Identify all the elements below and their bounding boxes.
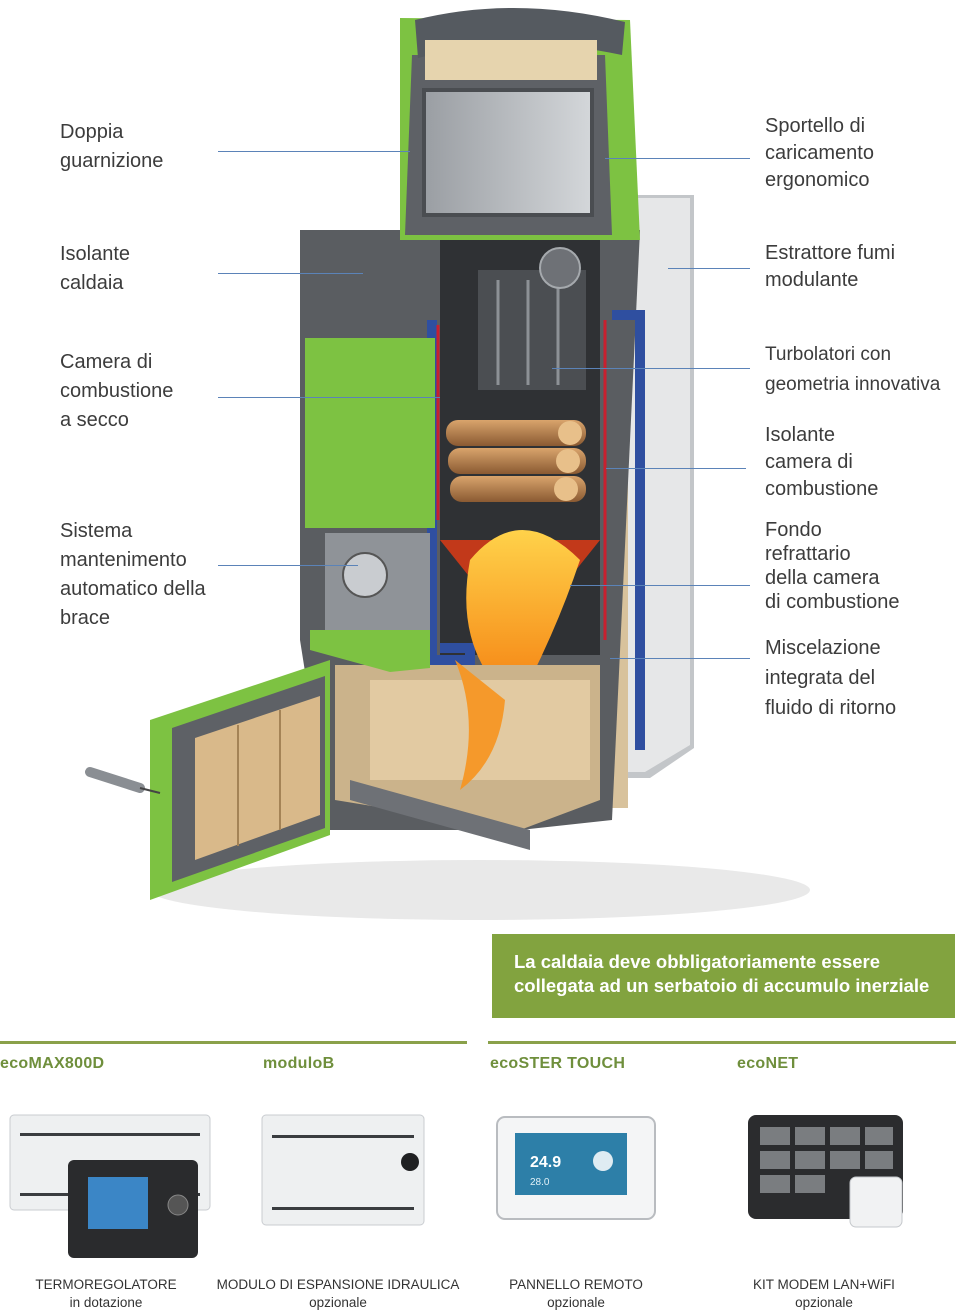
callout-line: fluido di ritorno [765, 697, 897, 719]
callout-line: Estrattore fumi [765, 242, 896, 264]
section-rule [488, 1041, 956, 1044]
caption-line: opzionale [547, 1295, 605, 1310]
leader-line [218, 397, 440, 398]
callout-line: combustione [765, 478, 879, 500]
caption-line: PANNELLO REMOTO [509, 1277, 643, 1292]
fan-icon [539, 247, 581, 289]
caption-line: in dotazione [69, 1295, 143, 1310]
caption-line: KIT MODEM LAN+WiFI [753, 1277, 895, 1292]
product-name: ecoNET [737, 1055, 799, 1072]
caption-line: opzionale [309, 1295, 367, 1310]
callout-fondo-refrattario: Fondo refrattario della camera di combus… [765, 518, 900, 614]
product-name: ecoSTER TOUCH [490, 1055, 626, 1072]
callout-sistema-mantenimento: Sistema mantenimento automatico della br… [60, 517, 206, 633]
turbulator-blades [496, 280, 560, 385]
caption-line: opzionale [795, 1295, 853, 1310]
callout-line: automatico della [60, 578, 206, 600]
callout-line: integrata del [765, 667, 876, 689]
callout-doppia-guarnizione: Doppia guarnizione [60, 118, 163, 176]
section-rule [0, 1041, 467, 1044]
callout-line: Sistema [60, 520, 133, 542]
callout-line: caldaia [60, 272, 124, 294]
callout-line: Fondo [765, 519, 822, 541]
door-insulation [425, 40, 597, 80]
callout-line: refrattario [765, 543, 851, 565]
probe-sensor [85, 767, 145, 793]
callout-line: Isolante [60, 243, 131, 265]
callout-line: modulante [765, 269, 859, 291]
callout-line: Turbolatori con [765, 344, 892, 365]
ecomax800d-controller-image [9, 1114, 211, 1258]
callout-line: guarnizione [60, 150, 164, 172]
callout-estrattore-fumi: Estrattore fumi modulante [765, 240, 895, 294]
front-green-panel [305, 338, 435, 528]
ash-door-insulation [195, 696, 320, 860]
ember-wheel [342, 552, 388, 598]
callout-line: di combustione [765, 591, 900, 613]
callout-line: ergonomico [765, 169, 870, 191]
callout-line: camera di [765, 451, 853, 473]
callout-turbolatori: Turbolatori con geometria innovativa [765, 340, 940, 400]
product-images: 24.9 28.0 [9, 1114, 903, 1258]
callout-line: Doppia [60, 121, 124, 143]
notice-line: collegata ad un serbatoio di accumulo in… [514, 975, 930, 996]
callout-line: della camera [765, 567, 880, 589]
ground-shadow [150, 860, 810, 920]
callout-line: a secco [60, 409, 129, 431]
ash-door-panels [237, 710, 281, 846]
callout-isolante-camera: Isolante camera di combustione [765, 422, 878, 503]
ecoster-screen-sub: 28.0 [530, 1177, 550, 1188]
econet-kit-image [748, 1115, 903, 1228]
modulob-module-image [261, 1114, 425, 1226]
notice-line: La caldaia deve obbligatoriamente essere [514, 951, 881, 972]
product-caption: PANNELLO REMOTO opzionale [490, 1276, 662, 1312]
product-name: ecoMAX800D [0, 1055, 105, 1072]
product-caption: TERMOREGOLATORE in dotazione [20, 1276, 192, 1312]
notice-box: La caldaia deve obbligatoriamente essere… [492, 934, 955, 1018]
caption-line: MODULO DI ESPANSIONE IDRAULICA [216, 1277, 460, 1292]
leader-line [610, 658, 750, 659]
callout-line: brace [60, 607, 111, 629]
front-green-strip [310, 630, 430, 672]
probe-cable [139, 787, 161, 794]
callout-line: Miscelazione [765, 637, 881, 659]
callout-line: geometria innovativa [765, 374, 941, 395]
wood-logs [446, 420, 586, 502]
product-caption: KIT MODEM LAN+WiFI opzionale [738, 1276, 910, 1312]
callout-line: mantenimento [60, 549, 187, 571]
callout-isolante-caldaia: Isolante caldaia [60, 240, 130, 298]
ecoster-touch-panel-image: 24.9 28.0 [496, 1116, 656, 1220]
leader-line [605, 158, 750, 159]
product-caption: MODULO DI ESPANSIONE IDRAULICA opzionale [215, 1276, 461, 1312]
leader-line [218, 273, 363, 274]
water-jacket [427, 310, 645, 750]
callout-line: caricamento [765, 142, 874, 164]
callout-sportello-caricamento: Sportello di caricamento ergonomico [765, 113, 874, 194]
ecoster-screen-main: 24.9 [530, 1154, 561, 1171]
callout-line: Camera di [60, 351, 153, 373]
callout-miscelazione: Miscelazione integrata del fluido di rit… [765, 633, 896, 723]
leader-line [218, 565, 358, 566]
loading-door-window [422, 88, 594, 217]
leader-line [668, 268, 750, 269]
callout-camera-combustione: Camera di combustione a secco [60, 348, 173, 435]
leader-line [218, 151, 410, 152]
caption-line: TERMOREGOLATORE [35, 1277, 177, 1292]
product-name: moduloB [263, 1055, 335, 1072]
leader-line [552, 368, 750, 369]
boiler-base [350, 780, 530, 850]
callout-line: combustione [60, 380, 174, 402]
callout-line: Sportello di [765, 115, 866, 137]
refractory-line [436, 320, 607, 640]
callout-line: Isolante [765, 424, 836, 446]
leader-line [606, 468, 746, 469]
flame-tail [455, 660, 505, 790]
leader-line [570, 585, 750, 586]
turbulators [478, 270, 586, 390]
